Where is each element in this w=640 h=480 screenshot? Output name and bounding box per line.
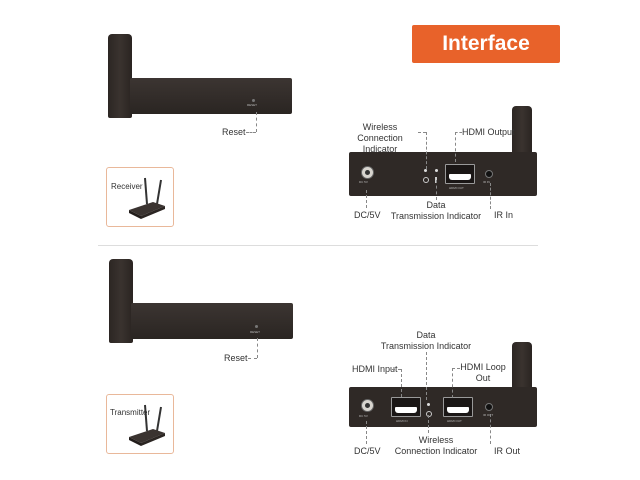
transmitter-top-reset-print: RESET [250,330,261,334]
receiver-ir-in-label: IR In [494,210,514,220]
transmitter-thumbnail: Transmitter [106,394,174,454]
transmitter-hdmi-in-print: HDMI IN [396,419,408,423]
transmitter-hdmi-loop-label: HDMI Loop Out [460,362,506,383]
transmitter-dc-jack [361,399,374,412]
receiver-thumbnail-device-icon [129,177,165,219]
receiver-wireless-icon [423,177,429,183]
transmitter-hdmi-input-port [391,397,421,417]
receiver-reset-label: Reset [222,127,246,137]
receiver-thumbnail-label: Receiver [111,182,143,191]
transmitter-data-led [427,403,430,406]
transmitter-data-label: Data Transmission Indicator [380,330,472,351]
transmitter-top-body [131,303,293,339]
receiver-wireless-label: Wireless Connection Indicator [357,122,403,154]
transmitter-top-antenna [109,259,133,343]
receiver-wireless-led [424,169,427,172]
receiver-dc-jack [361,166,374,179]
receiver-back-panel: DC 5V HDMI OUT IR IN [349,152,537,196]
interface-title-badge: Interface [412,25,560,63]
receiver-reset-hole [252,99,255,102]
transmitter-hdmi-loop-out-port [443,397,473,417]
transmitter-thumbnail-label: Transmitter [110,408,151,417]
transmitter-back-panel: DC 5V HDMI IN HDMI OUT IR OUT [349,387,537,427]
receiver-dc-label: DC/5V [354,210,381,220]
receiver-thumbnail: Receiver [106,167,174,227]
receiver-dc-print: DC 5V [359,180,368,184]
transmitter-thumbnail-device-icon [129,404,165,446]
receiver-data-led [435,169,438,172]
receiver-ir-in-port [485,170,493,178]
transmitter-dc-print: DC 5V [359,414,368,418]
transmitter-wireless-icon [426,411,432,417]
transmitter-ir-print: IR OUT [483,413,494,417]
receiver-hdmi-output-port [445,164,475,184]
transmitter-reset-hole [255,325,258,328]
transmitter-hdmi-out-print: HDMI OUT [447,419,462,423]
transmitter-reset-label: Reset [224,353,248,363]
receiver-top-body [130,78,292,114]
transmitter-wireless-label: Wireless Connection Indicator [394,435,478,456]
receiver-top-reset-print: RESET [247,103,258,107]
receiver-top-antenna [108,34,132,118]
transmitter-hdmi-input-label: HDMI Input [352,364,398,374]
receiver-data-label: Data Transmission Indicator [390,200,482,221]
transmitter-ir-out-label: IR Out [494,446,521,456]
receiver-hdmi-print: HDMI OUT [449,186,464,190]
receiver-ir-print: IR IN [483,180,490,184]
transmitter-dc-label: DC/5V [354,446,381,456]
transmitter-ir-out-port [485,403,493,411]
receiver-hdmi-output-label: HDMI Output [462,127,515,137]
section-divider [98,245,538,246]
